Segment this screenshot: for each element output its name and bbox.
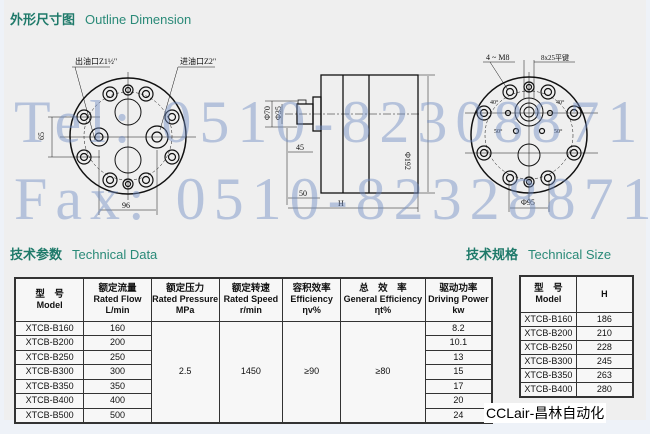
cell-flow: 500 <box>83 407 152 424</box>
cell-model: XTCB-B400 <box>14 393 85 409</box>
technical-data-title-en: Technical Data <box>72 247 158 262</box>
technical-size-title: 技术规格 Technical Size <box>466 244 611 263</box>
angle-50-right-label: 50° <box>554 128 563 135</box>
cell-flow: 250 <box>83 349 152 365</box>
cell-model: XTCB-B300 <box>14 364 85 380</box>
cell-model: XTCB-B250 <box>14 349 85 365</box>
cell-model: XTCB-B200 <box>14 335 85 351</box>
cell-flow: 400 <box>83 393 152 409</box>
cell-model: XTCB-B400 <box>519 381 577 397</box>
dim-phi192-label: Φ192 <box>403 152 412 170</box>
dim-h-label: H <box>338 199 344 208</box>
cell-power: 15 <box>424 364 493 380</box>
cell-model: XTCB-B300 <box>519 353 577 369</box>
cell-power: 24 <box>424 407 493 424</box>
cell-h: 245 <box>575 353 634 369</box>
cell-power: 13 <box>424 349 493 365</box>
cell-model: XTCB-B350 <box>14 378 85 394</box>
dim-50-label: 50 <box>299 189 307 198</box>
technical-size-title-en: Technical Size <box>528 247 612 262</box>
table-row: XTCB-B160 160 2.5 1450 ≥90 ≥80 8.2 <box>14 320 493 424</box>
outlet-port-label: 出油口Z1½" <box>75 56 117 66</box>
cell-pressure: 2.5 <box>150 320 220 424</box>
dim-45-label: 45 <box>296 143 304 152</box>
outline-title: 外形尺寸图 Outline Dimension <box>10 9 191 28</box>
angle-40-right-label: 40° <box>556 99 565 106</box>
angle-40-left-label: 40° <box>490 99 499 106</box>
cell-h: 186 <box>575 311 634 327</box>
dim-phi70-label: Φ70 <box>263 106 272 120</box>
bolts-label: 4 ~ M8 <box>486 53 509 62</box>
cell-model: XTCB-B160 <box>519 311 577 327</box>
inlet-port-label: 进油口Z2" <box>180 56 216 66</box>
cell-flow: 350 <box>83 378 152 394</box>
front-view <box>48 66 215 215</box>
outline-title-en: Outline Dimension <box>85 12 192 27</box>
dim-96-label: 96 <box>122 201 130 210</box>
cell-h: 228 <box>575 339 634 355</box>
side-view <box>265 74 435 212</box>
technical-data-title: 技术参数 Technical Data <box>10 244 157 263</box>
cell-model: XTCB-B500 <box>14 407 85 424</box>
dim-phi35-label: Φ35 <box>274 106 283 120</box>
cell-gen-eff: ≥80 <box>340 320 426 424</box>
cell-model: XTCB-B250 <box>519 339 577 355</box>
technical-size-title-cn: 技术规格 <box>466 247 519 262</box>
cell-h: 210 <box>575 325 634 341</box>
cell-flow: 160 <box>83 320 152 336</box>
cell-model: XTCB-B160 <box>14 320 85 336</box>
cell-power: 10.1 <box>424 335 493 351</box>
outline-drawing: 出油口Z1½" 进油口Z2" 65 96 Φ70 Φ35 45 50 H Φ19… <box>37 53 598 215</box>
key-label: 8x25平键 <box>541 53 569 62</box>
dim-phi95-label: Φ95 <box>521 198 535 207</box>
rear-view <box>465 60 598 212</box>
cell-vol-eff: ≥90 <box>282 320 342 424</box>
cell-model: XTCB-B350 <box>519 367 577 383</box>
dim-65-label: 65 <box>37 132 46 140</box>
brand-watermark: CCLair-昌林自动化 <box>484 403 607 423</box>
cell-power: 20 <box>424 393 493 409</box>
cell-speed: 1450 <box>218 320 284 424</box>
cell-h: 280 <box>575 381 634 397</box>
cell-model: XTCB-B200 <box>519 325 577 341</box>
header-h: H <box>575 275 634 313</box>
cell-power: 17 <box>424 378 493 394</box>
cell-flow: 300 <box>83 364 152 380</box>
angle-50-left-label: 50° <box>494 128 503 135</box>
outline-title-cn: 外形尺寸图 <box>10 12 76 27</box>
technical-data-title-cn: 技术参数 <box>10 247 63 262</box>
cell-flow: 200 <box>83 335 152 351</box>
cell-power: 8.2 <box>424 320 493 336</box>
cell-h: 263 <box>575 367 634 383</box>
